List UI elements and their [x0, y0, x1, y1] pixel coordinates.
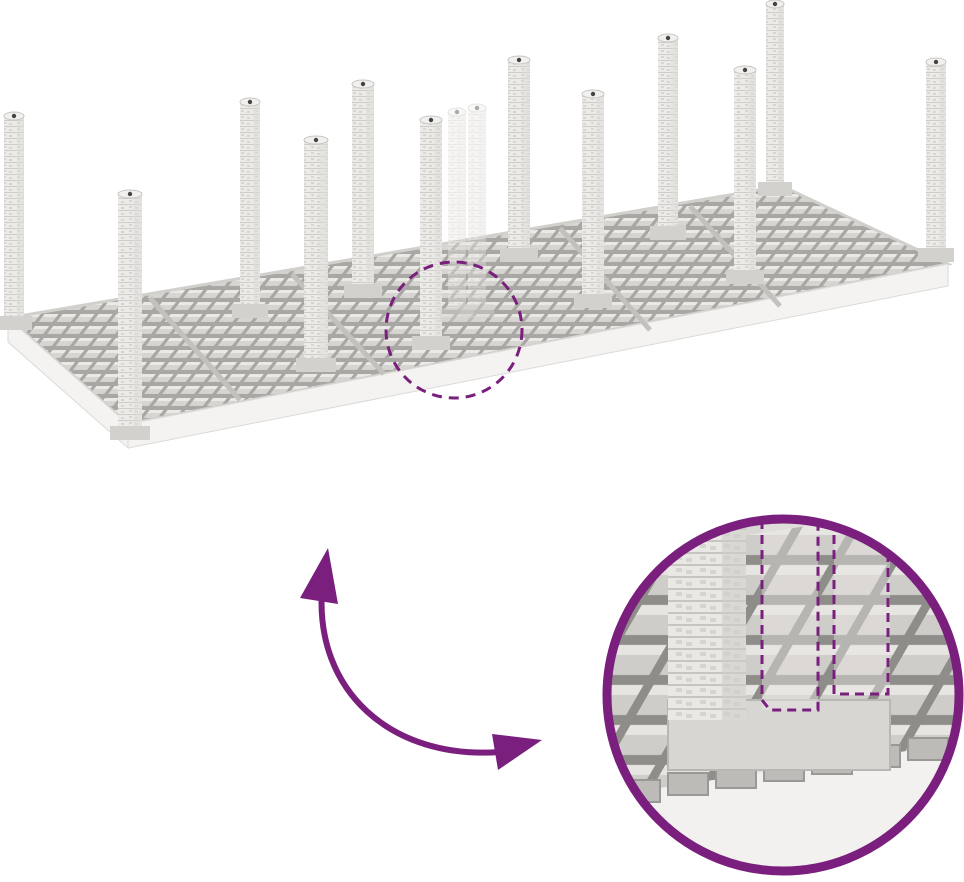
- leg-base: [726, 270, 764, 284]
- shelf-leg: [650, 33, 686, 240]
- leg-shade: [459, 110, 466, 322]
- leg-hole: [313, 137, 319, 143]
- shelf-leg: [460, 103, 494, 318]
- zoom-dashed-outline: [832, 520, 890, 696]
- zoom-detail-border: [602, 514, 964, 876]
- tray-divider-rib: [148, 296, 242, 402]
- leg-hole: [428, 117, 434, 123]
- leg-shade: [479, 106, 486, 318]
- leg-hole: [454, 109, 460, 115]
- leg-hole: [247, 99, 253, 105]
- leg-shade: [777, 2, 784, 196]
- leg-cap: [467, 103, 487, 113]
- leg-base: [650, 226, 686, 240]
- leg-hole: [11, 113, 17, 119]
- leg-body: [468, 106, 486, 318]
- shelf-leg: [574, 89, 612, 308]
- leg-shade: [366, 82, 374, 298]
- shelf-leg: [918, 57, 954, 262]
- shelf-leg: [232, 97, 268, 318]
- leg-hole: [360, 81, 366, 87]
- leg-shade: [319, 138, 328, 372]
- shelf-leg: [726, 65, 764, 284]
- shelf-leg: [500, 55, 538, 262]
- shelf-leg: [0, 111, 32, 330]
- leg-base: [460, 304, 494, 318]
- leg-hole: [742, 67, 748, 73]
- shelf-leg: [440, 107, 474, 322]
- zoom-cell: [907, 737, 949, 761]
- leg-base: [412, 336, 450, 350]
- leg-base: [500, 248, 538, 262]
- shelf-leg: [758, 0, 792, 196]
- shelf-leg: [412, 115, 450, 350]
- shelf-leg: [110, 189, 150, 440]
- zoom-dashed-outline: [760, 520, 820, 712]
- curved-double-arrow-icon: [300, 548, 542, 770]
- leg-cap: [447, 107, 467, 117]
- leg-base: [440, 308, 474, 322]
- zoom-ghost-leg: [762, 520, 818, 710]
- leg-hole: [590, 91, 596, 97]
- tray-divider-rib: [558, 226, 652, 332]
- leg-hole: [933, 59, 939, 65]
- leg-shade: [253, 100, 260, 318]
- leg-hole: [474, 105, 480, 111]
- zoom-leg-shade: [722, 520, 746, 720]
- leg-shade: [939, 60, 946, 262]
- leg-base: [232, 304, 268, 318]
- leg-hole: [772, 1, 778, 7]
- leg-base: [296, 358, 336, 372]
- leg-base: [918, 248, 954, 262]
- leg-hole: [516, 57, 522, 63]
- leg-base: [110, 426, 150, 440]
- leg-hole: [665, 35, 671, 41]
- leg-base: [344, 284, 382, 298]
- leg-shade: [671, 36, 678, 240]
- shelf-legs: [0, 0, 954, 440]
- shelf-leg: [296, 135, 336, 372]
- leg-base: [0, 316, 32, 330]
- leg-shade: [596, 92, 604, 308]
- leg-shade: [522, 58, 530, 262]
- leg-shade: [133, 192, 142, 440]
- zoom-marker-circle: [384, 260, 524, 400]
- leg-shade: [748, 68, 756, 284]
- zoom-cell: [667, 772, 709, 796]
- zoom-detail: [602, 514, 964, 876]
- leg-base: [574, 294, 612, 308]
- shelf-leg: [344, 79, 382, 298]
- leg-base: [758, 182, 792, 196]
- leg-shade: [434, 118, 442, 350]
- leg-body: [448, 110, 466, 322]
- leg-hole: [127, 191, 133, 197]
- leg-shade: [17, 114, 24, 330]
